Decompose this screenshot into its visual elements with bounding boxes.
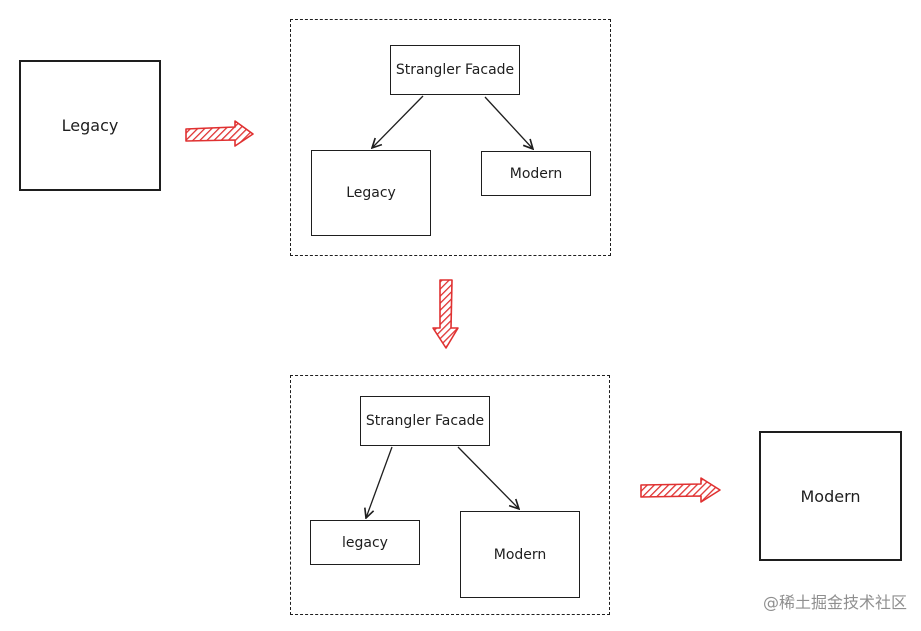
strangler-facade-box-stage-2: Strangler Facade — [360, 396, 490, 446]
arrow-facade-to-modern-stage-1 — [484, 96, 533, 149]
modern-box-stage-2: Modern — [460, 511, 580, 598]
strangler-facade-label-stage-2: Strangler Facade — [365, 413, 485, 429]
legacy-box-stage-2: legacy — [310, 520, 420, 565]
modern-system-label: Modern — [800, 486, 861, 506]
transition-arrow-down — [432, 279, 459, 349]
legacy-system-box: Legacy — [19, 60, 161, 191]
legacy-box-stage-1: Legacy — [311, 150, 431, 236]
arrow-facade-to-legacy-stage-1 — [372, 95, 424, 148]
modern-label-stage-2: Modern — [493, 546, 547, 563]
modern-system-box: Modern — [759, 431, 902, 561]
strangler-facade-label-stage-1: Strangler Facade — [395, 62, 515, 78]
transition-arrow-right-1 — [185, 120, 254, 147]
legacy-label-stage-1: Legacy — [346, 185, 396, 201]
arrow-facade-to-legacy-stage-2 — [366, 446, 393, 518]
legacy-label-stage-2: legacy — [342, 534, 388, 551]
legacy-system-label: Legacy — [61, 116, 119, 135]
watermark: @稀土掘金技术社区 — [762, 593, 907, 612]
strangler-stage-1-group — [290, 19, 611, 256]
arrow-facade-to-modern-stage-2 — [457, 446, 519, 509]
transition-arrow-right-2 — [640, 477, 721, 503]
strangler-facade-box-stage-1: Strangler Facade — [390, 45, 520, 95]
modern-box-stage-1: Modern — [481, 151, 591, 196]
strangler-stage-2-group — [290, 375, 610, 615]
modern-label-stage-1: Modern — [509, 165, 563, 182]
